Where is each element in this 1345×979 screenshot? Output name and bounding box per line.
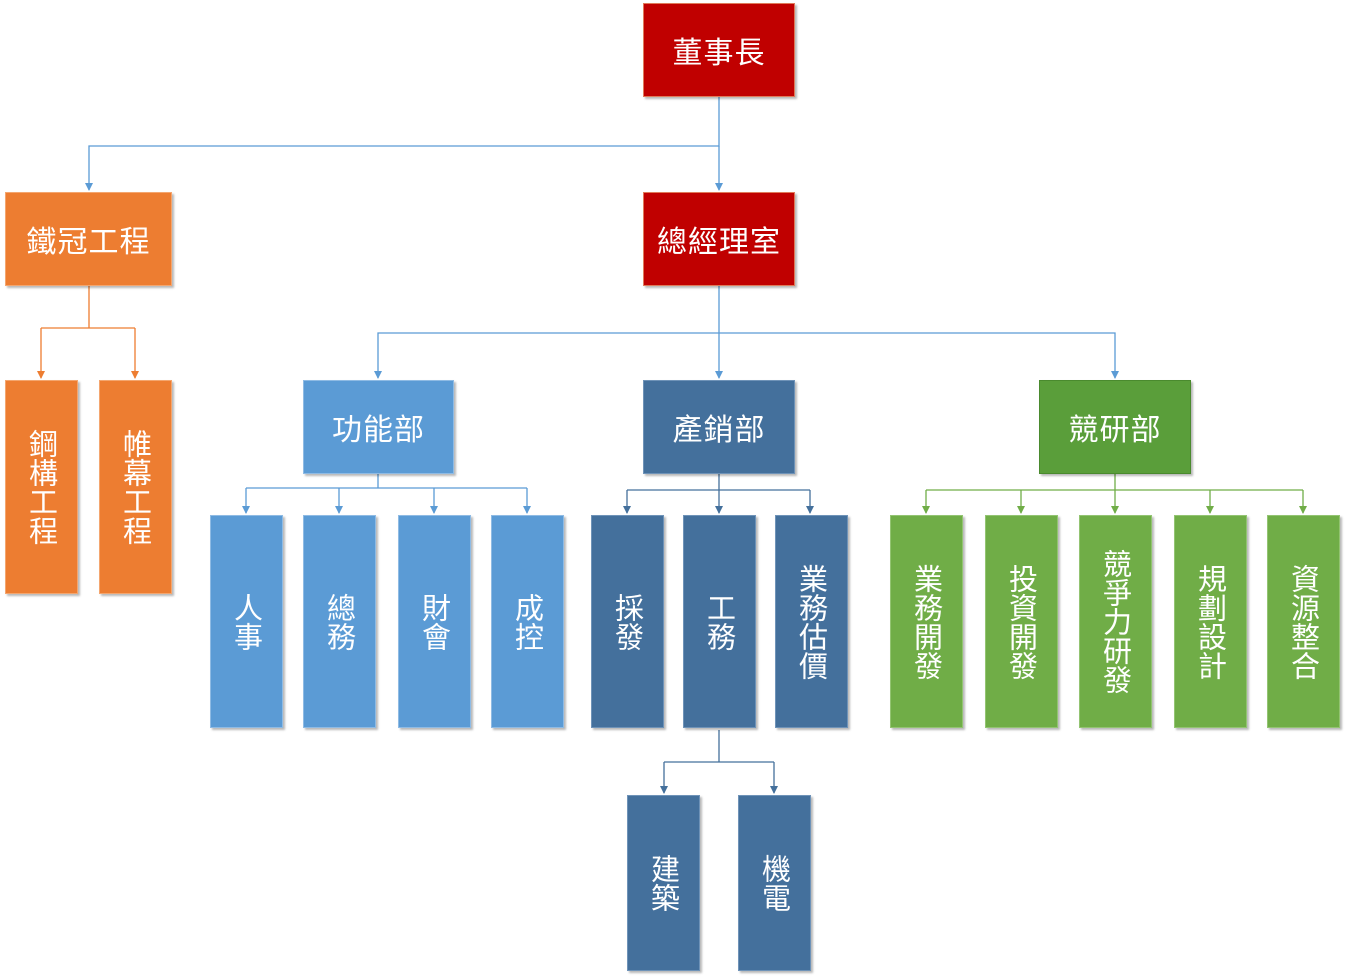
node-competitive-research-dept: 競研部 bbox=[1039, 380, 1191, 474]
connector-gm-to-func bbox=[374, 286, 720, 379]
node-gm-office: 總經理室 bbox=[643, 192, 795, 286]
connector-func-to-children bbox=[246, 474, 527, 489]
node-resource-integration-label: 資源整合 bbox=[1286, 563, 1321, 680]
node-gm-office-label: 總經理室 bbox=[657, 225, 781, 260]
node-investment-development-label: 投資開發 bbox=[1004, 563, 1039, 680]
node-procurement-label: 採發 bbox=[610, 592, 645, 651]
node-planning-design-label: 規劃設計 bbox=[1193, 563, 1228, 680]
node-competitiveness-rd: 競爭力研發 bbox=[1079, 515, 1152, 728]
node-steel-structure-label: 鋼構工程 bbox=[24, 429, 59, 545]
node-competitive-research-dept-label: 競研部 bbox=[1068, 413, 1162, 448]
node-chairman: 董事長 bbox=[643, 3, 795, 97]
node-general-affairs-label: 總務 bbox=[322, 592, 357, 651]
node-chairman-label: 董事長 bbox=[672, 36, 766, 71]
node-iron-crown-label: 鐵冠工程 bbox=[26, 225, 151, 260]
connector-engineering-to-children bbox=[664, 730, 774, 763]
node-iron-crown-engineering: 鐵冠工程 bbox=[5, 192, 172, 286]
node-architecture-label: 建築 bbox=[646, 854, 681, 912]
node-finance-accounting: 財會 bbox=[398, 515, 471, 728]
node-planning-design: 規劃設計 bbox=[1174, 515, 1247, 728]
node-mechanical-electrical-label: 機電 bbox=[757, 854, 792, 912]
node-engineering-affairs: 工務 bbox=[683, 515, 756, 728]
node-investment-development: 投資開發 bbox=[985, 515, 1058, 728]
connector-root-to-iron-crown bbox=[85, 97, 720, 191]
connector-gm-to-comp bbox=[719, 332, 1119, 379]
node-cost-control: 成控 bbox=[491, 515, 564, 728]
node-cost-control-label: 成控 bbox=[510, 592, 545, 651]
node-architecture: 建築 bbox=[627, 795, 700, 971]
node-production-sales-dept-label: 產銷部 bbox=[672, 413, 766, 448]
node-curtain-wall: 帷幕工程 bbox=[99, 380, 172, 594]
connector-prod-to-children bbox=[627, 474, 810, 491]
node-production-sales-dept: 產銷部 bbox=[643, 380, 795, 474]
node-mechanical-electrical: 機電 bbox=[738, 795, 811, 971]
node-personnel: 人事 bbox=[210, 515, 283, 728]
connector-comp-to-children bbox=[926, 474, 1303, 491]
node-business-estimation-label: 業務估價 bbox=[794, 563, 829, 680]
connector-iron-crown-to-children bbox=[41, 286, 135, 329]
node-business-development: 業務開發 bbox=[890, 515, 963, 728]
node-engineering-affairs-label: 工務 bbox=[702, 592, 737, 651]
node-curtain-wall-label: 帷幕工程 bbox=[118, 429, 153, 545]
node-procurement: 採發 bbox=[591, 515, 664, 728]
node-finance-accounting-label: 財會 bbox=[417, 592, 452, 651]
node-business-estimation: 業務估價 bbox=[775, 515, 848, 728]
node-resource-integration: 資源整合 bbox=[1267, 515, 1340, 728]
node-general-affairs: 總務 bbox=[303, 515, 376, 728]
node-personnel-label: 人事 bbox=[229, 592, 264, 651]
node-functional-dept: 功能部 bbox=[303, 380, 454, 474]
node-competitiveness-rd-label: 競爭力研發 bbox=[1098, 549, 1133, 694]
node-functional-dept-label: 功能部 bbox=[332, 413, 425, 448]
node-steel-structure: 鋼構工程 bbox=[5, 380, 78, 594]
node-business-development-label: 業務開發 bbox=[909, 563, 944, 680]
